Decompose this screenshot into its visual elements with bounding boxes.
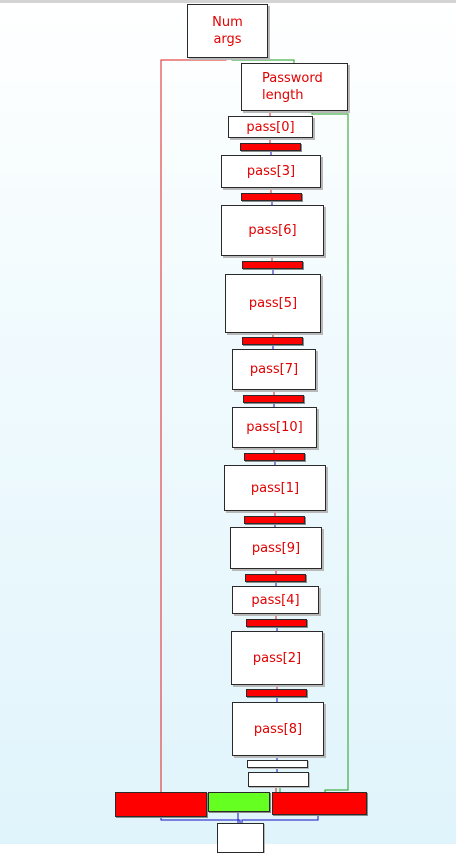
check-chain-edges [269, 138, 278, 702]
fail-block-wrong-password[interactable] [272, 792, 367, 815]
edge-exit-left [160, 816, 241, 823]
fail-bar-pass-3[interactable] [241, 193, 302, 201]
final-check-block[interactable] [247, 760, 308, 768]
node-pass-0-label: pass[0] [246, 119, 295, 135]
node-password-length-label: Password length [262, 71, 323, 103]
node-pass-1-label: pass[1] [250, 480, 300, 496]
node-pass-6[interactable]: pass[6] [221, 205, 324, 256]
fail-bar-pass-10[interactable] [244, 453, 305, 461]
node-pass-2-label: pass[2] [252, 650, 302, 666]
node-pass-10-label: pass[10] [246, 420, 303, 435]
exit-block[interactable] [217, 823, 264, 853]
node-pass-0[interactable]: pass[0] [228, 116, 313, 138]
fail-bar-pass-4[interactable] [246, 619, 307, 627]
node-num-args-label: Num args [212, 15, 243, 47]
node-num-args[interactable]: Num args [187, 4, 268, 58]
window-top-border [0, 0, 456, 3]
node-pass-3[interactable]: pass[3] [221, 155, 321, 188]
node-pass-9[interactable]: pass[9] [230, 527, 322, 569]
edge-length-fail [311, 110, 349, 792]
fail-bar-pass-0[interactable] [240, 143, 301, 151]
node-pass-7-label: pass[7] [249, 362, 299, 377]
fail-bar-pass-7[interactable] [243, 395, 304, 403]
final-compare-block[interactable] [248, 772, 309, 787]
node-pass-9-label: pass[9] [251, 540, 301, 556]
node-pass-3-label: pass[3] [246, 164, 296, 179]
fail-bar-pass-9[interactable] [245, 574, 306, 582]
node-pass-4-label: pass[4] [251, 592, 300, 608]
edge-numargs-password [231, 58, 295, 64]
success-block[interactable] [208, 792, 270, 812]
node-pass-5[interactable]: pass[5] [225, 274, 321, 333]
node-pass-5-label: pass[5] [248, 296, 298, 311]
edge-exit-right [241, 816, 319, 823]
edge-numargs-fail [160, 58, 227, 792]
node-pass-8[interactable]: pass[8] [232, 702, 324, 756]
node-password-length[interactable]: Password length [241, 63, 348, 111]
node-pass-10[interactable]: pass[10] [232, 407, 317, 448]
node-pass-7[interactable]: pass[7] [232, 349, 316, 390]
fail-bar-pass-2[interactable] [246, 689, 307, 697]
node-pass-8-label: pass[8] [253, 721, 303, 737]
node-pass-2[interactable]: pass[2] [231, 631, 323, 685]
fail-bar-pass-5[interactable] [242, 337, 303, 345]
node-pass-1[interactable]: pass[1] [224, 465, 326, 511]
fail-block-usage[interactable] [115, 792, 207, 817]
fail-bar-pass-1[interactable] [244, 516, 305, 524]
node-pass-4[interactable]: pass[4] [232, 586, 319, 614]
node-pass-6-label: pass[6] [248, 223, 297, 238]
fail-bar-pass-6[interactable] [242, 261, 303, 269]
